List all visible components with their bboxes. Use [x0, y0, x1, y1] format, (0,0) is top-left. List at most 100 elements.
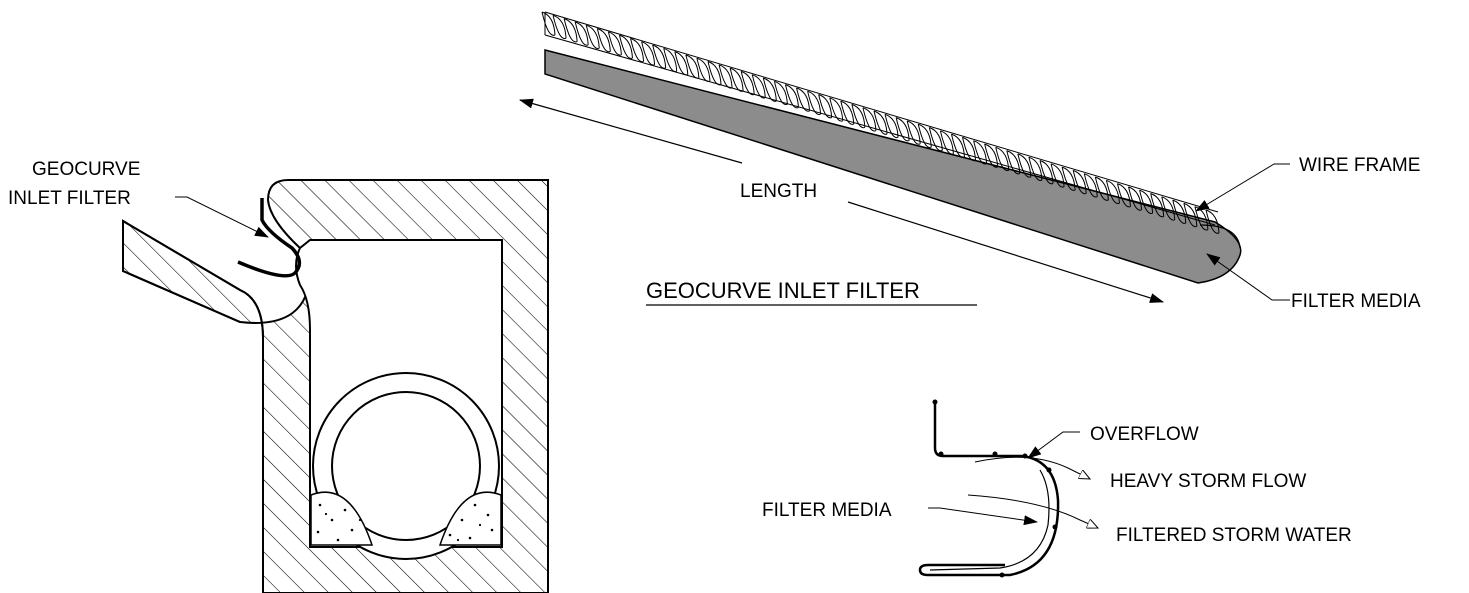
wire-coil-back: [873, 110, 888, 135]
wire-coil-back: [619, 34, 633, 59]
wire-coil-back: [674, 51, 689, 75]
wire-coil-back: [774, 80, 788, 105]
wire-coil: [751, 74, 766, 99]
wire-coil-back: [1028, 156, 1043, 181]
geocurve-filter-in-basin: [237, 198, 302, 278]
wire-coil: [1150, 193, 1164, 218]
wire-coil-back: [973, 140, 988, 164]
wire-coil-back: [541, 11, 556, 36]
label-filter-media-top: FILTER MEDIA: [1291, 291, 1421, 312]
wire-coil-back: [552, 14, 567, 39]
geocurve-filter-isometric: [541, 11, 1242, 284]
label-filtered-storm-water: FILTERED STORM WATER: [1116, 525, 1352, 546]
wire-coil: [784, 84, 799, 109]
wire-coil-back: [597, 28, 611, 52]
wire-coil-back: [984, 143, 999, 168]
wire-coil-back: [763, 77, 777, 102]
length-arrow-right: [847, 201, 1164, 303]
label-overflow: OVERFLOW: [1090, 424, 1199, 445]
wire-coil: [1205, 209, 1220, 234]
wire-coil: [818, 94, 832, 119]
wire-coil: [1028, 157, 1043, 181]
wire-coil-back: [1106, 179, 1120, 204]
wire-coil: [1006, 150, 1020, 175]
wire-coil-back: [1084, 173, 1098, 197]
wire-coil-back: [685, 54, 700, 78]
wire-coil-back: [862, 107, 877, 131]
wire-coil-back: [575, 21, 589, 45]
wire-coil: [1061, 166, 1076, 191]
wire-coil: [1105, 180, 1120, 205]
grout-right: [438, 491, 502, 546]
wire-coil-back: [1095, 176, 1109, 201]
wire-coil: [1128, 186, 1142, 211]
wire-coil: [1172, 199, 1186, 224]
wire-coil: [663, 48, 677, 73]
filter-media-body: [544, 49, 1242, 284]
wire-coil-back: [1073, 169, 1087, 194]
wire-coil-back: [1061, 166, 1076, 191]
wire-coil-back: [807, 90, 822, 115]
wire-coil-back: [1039, 160, 1054, 184]
wire-coil: [1083, 173, 1098, 198]
wire-coil-back: [785, 84, 799, 108]
wire-coil: [641, 41, 655, 66]
catch-basin-section: [122, 179, 549, 593]
wire-coil-back: [851, 103, 866, 128]
wire-coil-back: [884, 113, 899, 138]
wire-coil-back: [729, 67, 744, 92]
wire-coil-back: [818, 94, 833, 118]
grout-left: [310, 491, 374, 546]
wire-coil: [1183, 203, 1198, 228]
wire-coil: [950, 133, 965, 158]
label-wire-frame: WIRE FRAME: [1299, 155, 1420, 176]
label-geocurve-line2: INLET FILTER: [8, 188, 131, 209]
wire-coil-back: [895, 117, 910, 141]
wire-coil: [607, 31, 622, 56]
wire-coil-back: [663, 47, 678, 72]
wire-coil: [618, 34, 633, 59]
wire-coil: [962, 137, 976, 162]
wire-coil: [1161, 196, 1175, 221]
wire-coil: [630, 38, 644, 63]
grout-stipple: [316, 503, 494, 542]
label-geocurve-line1: GEOCURVE: [32, 159, 140, 180]
label-filter-media-detail: FILTER MEDIA: [762, 500, 892, 521]
wire-coil: [596, 28, 611, 53]
wire-coil: [740, 71, 755, 96]
wire-coil-back: [696, 57, 711, 82]
wire-coil: [851, 104, 866, 129]
wire-coil: [939, 130, 954, 155]
wire-coil-back: [840, 100, 855, 125]
wire-frame-coils: [541, 11, 1220, 234]
wire-coil-back: [1139, 189, 1154, 214]
wire-coil: [563, 18, 578, 43]
wire-coil: [652, 44, 666, 69]
wire-coil-back: [641, 41, 656, 65]
wire-coil: [973, 140, 987, 165]
wire-coil-back: [1006, 150, 1021, 174]
wire-coil-back: [741, 70, 755, 95]
wire-coil-back: [829, 97, 844, 121]
wire-coil-back: [1183, 202, 1198, 227]
wire-coil: [1039, 160, 1054, 185]
wire-coil: [796, 87, 810, 112]
drawing-title: GEOCURVE INLET FILTER: [646, 278, 920, 303]
wire-coil-back: [586, 24, 600, 49]
wire-coil-back: [1172, 199, 1187, 224]
wire-coil-back: [995, 146, 1010, 171]
wire-coil-back: [1117, 183, 1131, 207]
wire-coil: [541, 11, 556, 36]
wire-coil: [807, 91, 821, 115]
wire-coil: [1139, 190, 1153, 214]
wire-coil-back: [563, 18, 578, 42]
wire-coil: [995, 147, 1009, 172]
wire-coil: [762, 77, 777, 102]
wire-coil: [1094, 176, 1109, 201]
wire-coil-back: [1128, 186, 1143, 210]
wire-coil: [1050, 163, 1065, 188]
wire-coil-back: [630, 37, 645, 62]
wire-coil-back: [1161, 196, 1176, 220]
